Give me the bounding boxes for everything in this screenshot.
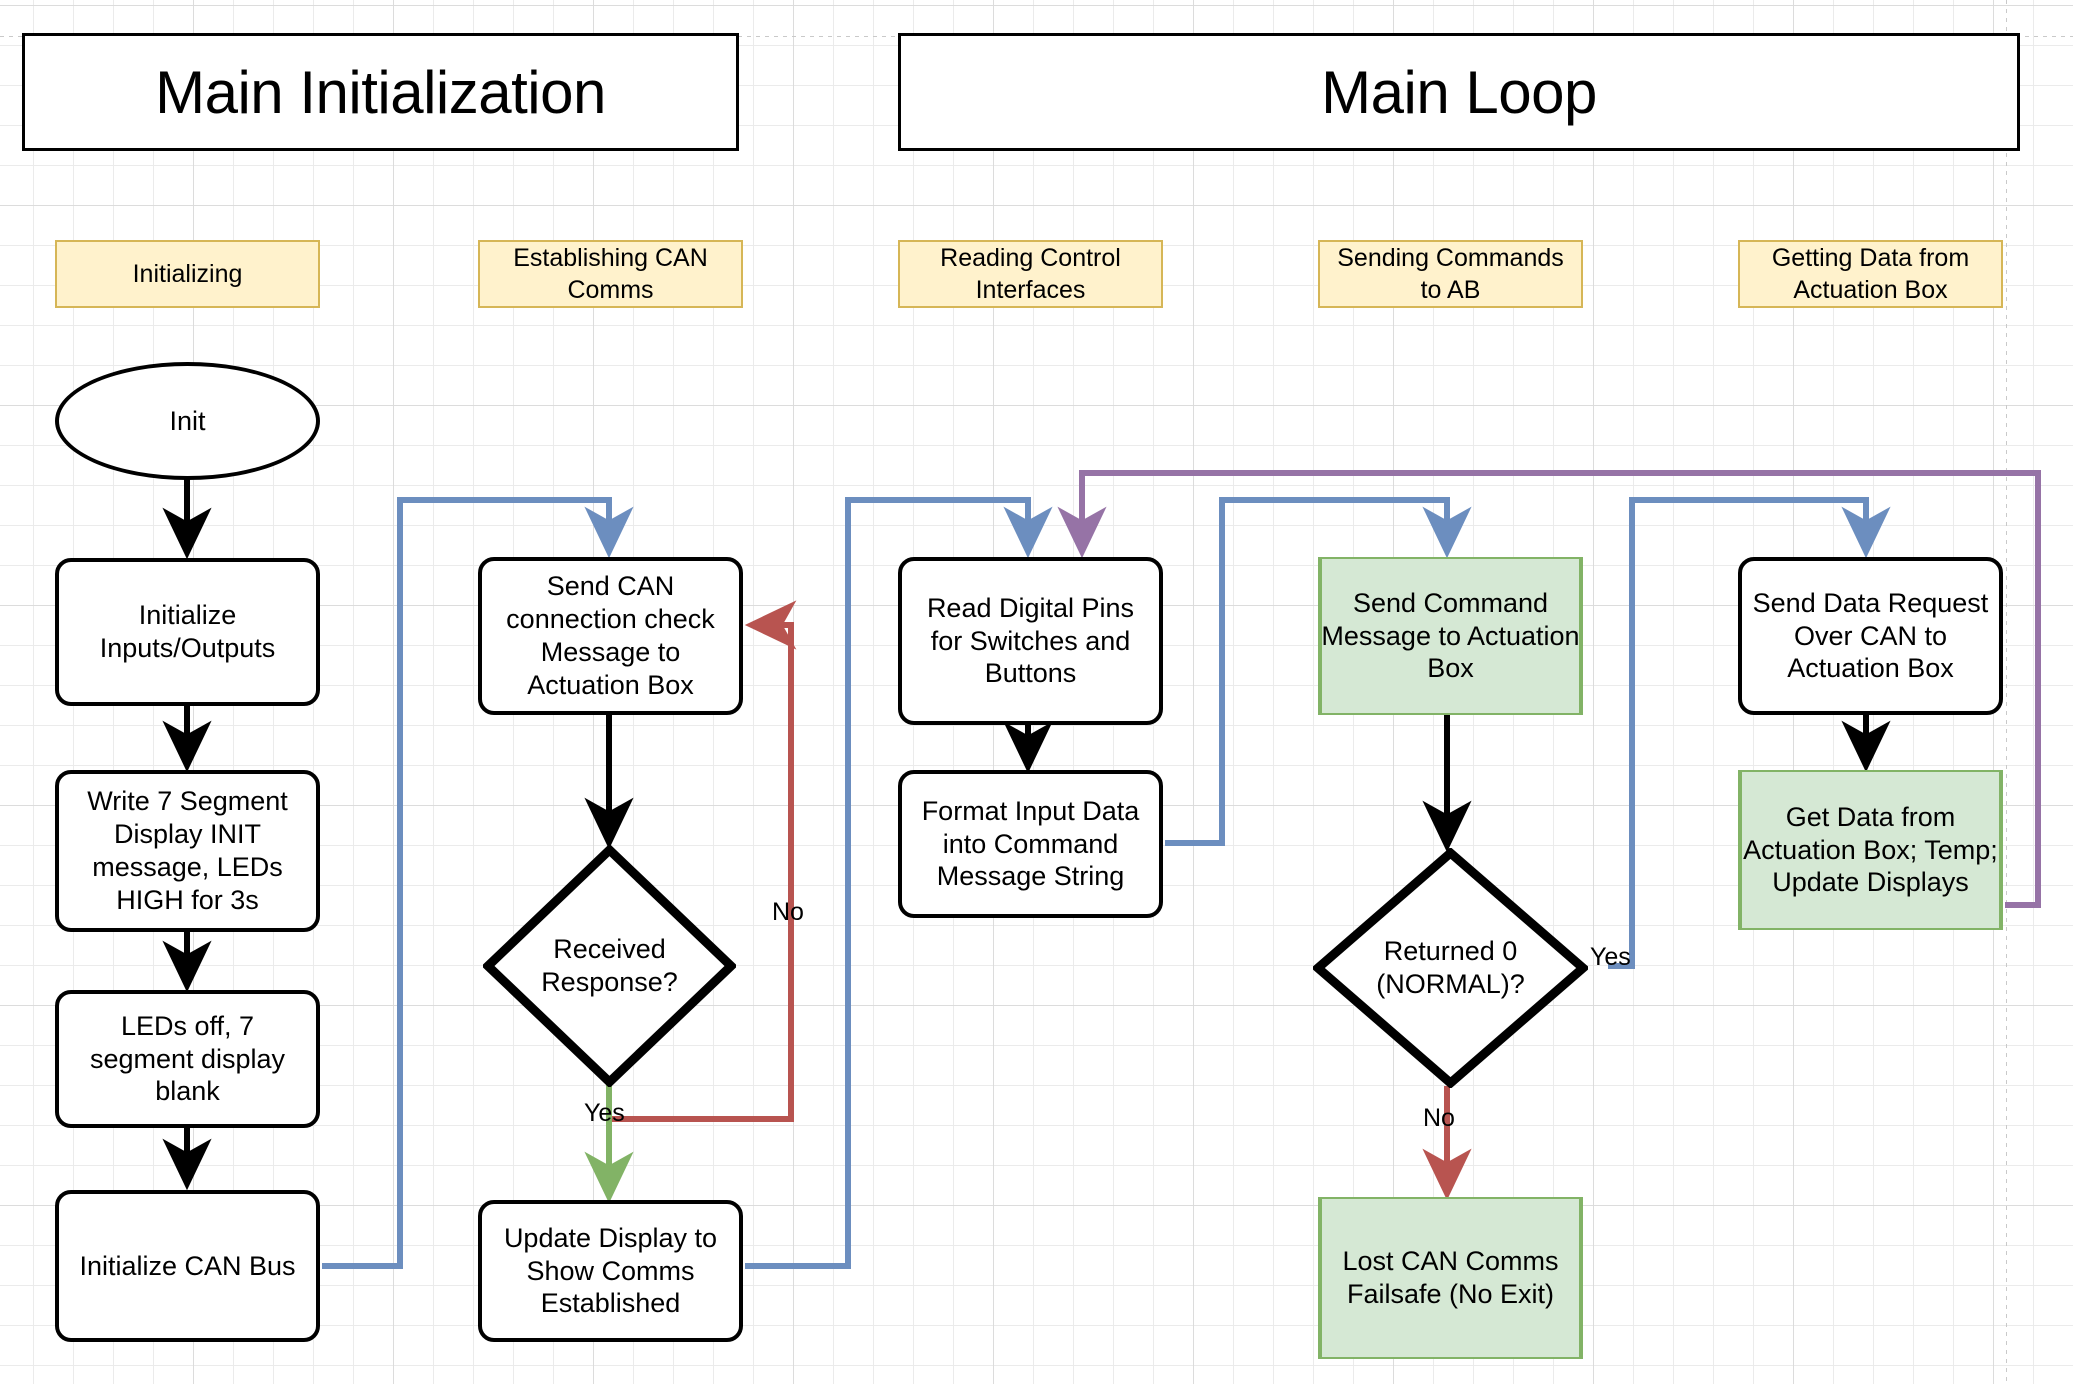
node-leds-off-display-blank[interactable]: LEDs off, 7 segment display blank [55,990,320,1128]
banner-main-initialization: Main Initialization [22,33,739,151]
node-returned-normal-label: Returned 0 (NORMAL)? [1376,936,1525,999]
node-returned-normal-decision[interactable]: Returned 0 (NORMAL)? [1313,848,1588,1088]
phase-label-initializing: Initializing [55,240,320,308]
node-write-7-segment-display-init[interactable]: Write 7 Segment Display INIT message, LE… [55,770,320,932]
node-read-digital-pins[interactable]: Read Digital Pins for Switches and Butto… [898,557,1163,725]
node-received-response-decision[interactable]: Received Response? [483,845,736,1087]
node-init[interactable]: Init [55,362,320,480]
edge-label-returned-normal-no: No [1423,1104,1455,1132]
node-initialize-can-bus[interactable]: Initialize CAN Bus [55,1190,320,1342]
phase-label-sending-commands-to-ab: Sending Commands to AB [1318,240,1583,308]
diamond-shape [483,845,736,1087]
phase-label-establishing-can-comms: Establishing CAN Comms [478,240,743,308]
node-send-data-request[interactable]: Send Data Request Over CAN to Actuation … [1738,557,2003,715]
node-send-command-message[interactable]: Send Command Message to Actuation Box [1318,557,1583,715]
banner-main-loop: Main Loop [898,33,2020,151]
edge-label-received-response-no: No [772,898,804,926]
node-received-response-label: Received Response? [541,934,678,997]
node-initialize-inputs-outputs[interactable]: Initialize Inputs/Outputs [55,558,320,706]
edge-label-returned-normal-yes: Yes [1590,943,1631,971]
node-format-input-data[interactable]: Format Input Data into Command Message S… [898,770,1163,918]
diamond-shape [1313,848,1588,1088]
node-lost-can-comms-failsafe[interactable]: Lost CAN Comms Failsafe (No Exit) [1318,1197,1583,1359]
phase-label-getting-data-from-actuation-box: Getting Data from Actuation Box [1738,240,2003,308]
edge-label-received-response-yes: Yes [584,1099,625,1127]
node-get-data-update-displays[interactable]: Get Data from Actuation Box; Temp; Updat… [1738,770,2003,930]
phase-label-reading-control-interfaces: Reading Control Interfaces [898,240,1163,308]
node-send-can-connection-check[interactable]: Send CAN connection check Message to Act… [478,557,743,715]
node-update-display-comms-established[interactable]: Update Display to Show Comms Established [478,1200,743,1342]
